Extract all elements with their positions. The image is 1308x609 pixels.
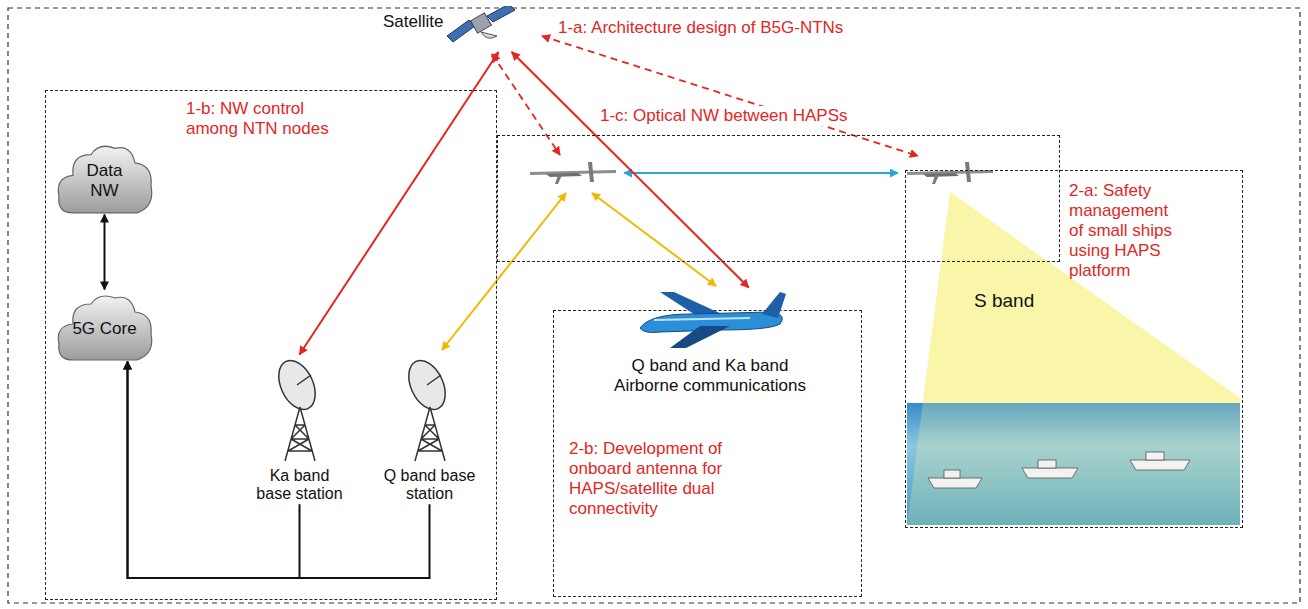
sat-haps-link (492, 54, 560, 155)
node-label: 5G Core (72, 311, 136, 339)
region-title: 2-b: Development of onboard antenna for … (569, 439, 747, 519)
satellite-node: Satellite (383, 6, 548, 52)
haps-1 (530, 162, 616, 184)
region-title: 2-a: Safety management of small ships us… (1069, 181, 1181, 281)
q-band-link (592, 193, 716, 286)
connector (104, 215, 106, 290)
connector (512, 52, 749, 288)
satellite-icon (443, 6, 519, 50)
node-label: Q band and Ka band Airborne communicatio… (608, 356, 813, 396)
airborne-terminal: Q band and Ka band Airborne communicatio… (603, 288, 818, 396)
band-label: S band (974, 290, 1034, 312)
region-title: 1-b: NW control among NTN nodes (186, 99, 356, 139)
antenna-tower-icon (385, 355, 475, 463)
base-station: Ka band base station (245, 355, 355, 505)
dashed-region: 2-a: Safety management of small ships us… (905, 170, 1243, 528)
network-cloud: 5G Core (55, 290, 155, 362)
haps-2 (907, 162, 993, 184)
outer-frame (8, 8, 1300, 603)
network-cloud: Data NW (55, 140, 155, 215)
q-band-link (442, 193, 566, 350)
base-station: Q band base station (375, 355, 485, 505)
airplane-icon (630, 288, 790, 350)
node-label: Data NW (80, 153, 130, 201)
antenna-tower-icon (255, 355, 345, 463)
ships (928, 452, 1190, 488)
node-label: Q band base station (383, 467, 477, 505)
node-label: Satellite (383, 12, 443, 32)
connector (300, 52, 499, 355)
region-title: 1-c: Optical NW between HAPSs (598, 106, 850, 126)
project-label: 1-a: Architecture design of B5G-NTNs (556, 18, 845, 38)
node-label: Ka band base station (253, 467, 347, 505)
optical-link (624, 172, 898, 174)
dashed-region: 2-b: Development of onboard antenna for … (553, 310, 862, 597)
dashed-region: 1-b: NW control among NTN nodesData NW 5G… (45, 90, 497, 600)
dashed-region: 1-c: Optical NW between HAPSs (497, 135, 1060, 262)
